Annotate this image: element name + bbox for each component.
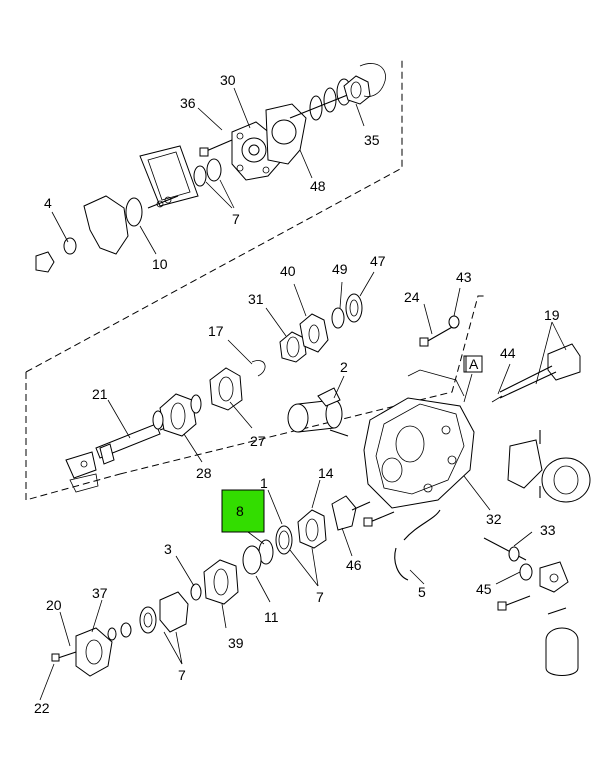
callout-labels: 30 36 35 48 4 10 7 40 49 47 31 17 21 27 … <box>34 72 560 716</box>
callout-8[interactable]: 8 <box>236 503 244 519</box>
callout-30: 30 <box>220 72 236 88</box>
callout-28: 28 <box>196 465 212 481</box>
callout-39: 39 <box>228 635 244 651</box>
callout-20: 20 <box>46 597 62 613</box>
callout-3: 3 <box>164 541 172 557</box>
middle-leader-lines <box>107 271 375 463</box>
callout-5: 5 <box>418 584 426 600</box>
callout-24: 24 <box>404 289 420 305</box>
upper-pump-assembly <box>35 63 386 273</box>
view-reference-box <box>465 355 483 373</box>
callout-27: 27 <box>250 433 266 449</box>
lower-assembly <box>51 539 274 677</box>
callout-10: 10 <box>152 256 168 272</box>
callout-37: 37 <box>92 585 108 601</box>
callout-7-lower: 7 <box>178 667 186 683</box>
lower-leader-lines <box>39 555 271 701</box>
callout-49: 49 <box>332 261 348 277</box>
callout-35: 35 <box>364 132 380 148</box>
callout-19: 19 <box>544 307 560 323</box>
callout-4: 4 <box>44 195 52 211</box>
callout-1: 1 <box>260 475 268 491</box>
callout-7-upper: 7 <box>232 211 240 227</box>
upper-leader-lines <box>51 87 365 255</box>
callout-7-middle: 7 <box>316 589 324 605</box>
callout-48: 48 <box>310 178 326 194</box>
callout-44: 44 <box>500 345 516 361</box>
middle-shaft-assembly <box>65 293 363 493</box>
callout-31: 31 <box>248 291 264 307</box>
transmission-housing <box>287 369 591 509</box>
callout-21: 21 <box>92 386 108 402</box>
callout-17: 17 <box>208 323 224 339</box>
callout-A: A <box>469 356 479 372</box>
dashed-group-boundaries <box>25 60 486 501</box>
callout-43: 43 <box>456 269 472 285</box>
callout-45: 45 <box>476 581 492 597</box>
upper-right-leader-lines <box>333 287 567 511</box>
callout-22: 22 <box>34 700 50 716</box>
callout-36: 36 <box>180 95 196 111</box>
callout-47: 47 <box>370 253 386 269</box>
callout-2: 2 <box>340 359 348 375</box>
callout-32: 32 <box>486 511 502 527</box>
callout-14: 14 <box>318 465 334 481</box>
front-leader-lines <box>267 479 533 587</box>
callout-11: 11 <box>264 609 279 625</box>
callout-33: 33 <box>540 522 556 538</box>
highlight-leader <box>247 531 265 545</box>
callout-46: 46 <box>346 557 362 573</box>
callout-40: 40 <box>280 263 296 279</box>
highlighted-callout-box[interactable] <box>221 489 265 533</box>
front-shaft-stack <box>275 495 579 676</box>
